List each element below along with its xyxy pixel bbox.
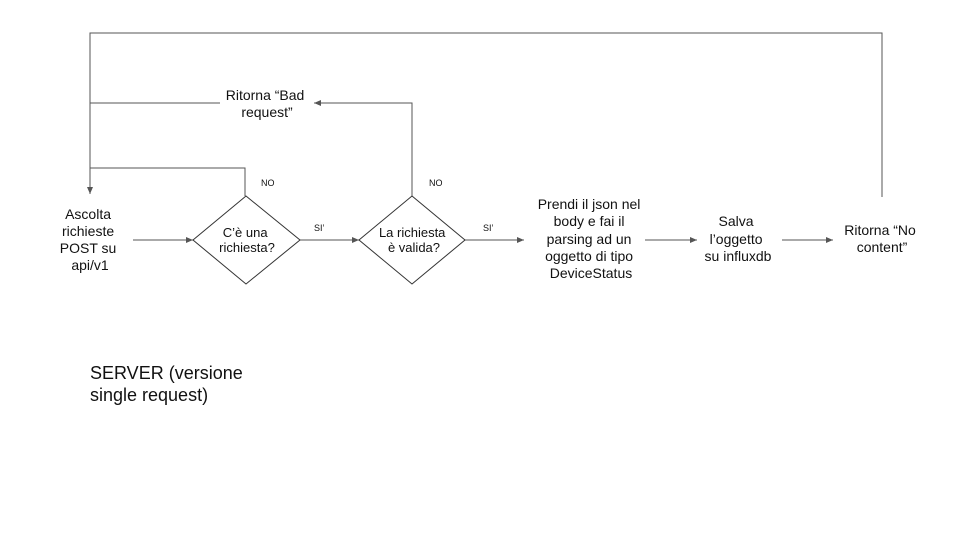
- node-no-content-line: content”: [857, 239, 908, 255]
- node-bad-request-line: Ritorna “Bad: [226, 87, 305, 103]
- edge-label-is-valid-yes: SI’: [483, 223, 494, 233]
- node-has-request-line: C’è una: [223, 225, 269, 240]
- node-listen-line: POST su: [60, 240, 117, 256]
- node-bad-request-line: request”: [241, 104, 293, 120]
- node-save-line: Salva: [719, 213, 754, 229]
- node-has-request: C’è una richiesta?: [219, 225, 275, 255]
- edge-label-is-valid-no: NO: [429, 178, 443, 188]
- node-save-line: l’oggetto: [710, 231, 763, 247]
- edge-label-has-request-yes: SI’: [314, 223, 325, 233]
- node-parse-line: Prendi il json nel: [538, 196, 641, 212]
- node-no-content-line: Ritorna “No: [844, 222, 916, 238]
- node-parse: Prendi il json nel body e fai il parsing…: [538, 196, 645, 281]
- node-is-valid: La richiesta è valida?: [379, 225, 449, 255]
- node-has-request-line: richiesta?: [219, 240, 275, 255]
- node-listen: Ascolta richieste POST su api/v1: [60, 206, 120, 273]
- node-listen-line: api/v1: [71, 257, 109, 273]
- decision-has-request-shape: [192, 195, 301, 285]
- node-listen-line: Ascolta: [65, 206, 111, 222]
- node-parse-line: oggetto di tipo: [545, 248, 633, 264]
- edge-is-valid-no-to-bad-request: [314, 100, 413, 196]
- node-listen-line: richieste: [62, 223, 114, 239]
- node-is-valid-line: La richiesta: [379, 225, 446, 240]
- diagram-caption: SERVER (versione single request): [90, 363, 243, 405]
- node-save: Salva l’oggetto su influxdb: [705, 213, 772, 264]
- node-save-line: su influxdb: [705, 248, 772, 264]
- edge-has-request-no-to-listen: [87, 167, 246, 196]
- node-parse-line: DeviceStatus: [550, 265, 632, 281]
- node-no-content: Ritorna “No content”: [844, 222, 919, 255]
- node-is-valid-line: è valida?: [388, 240, 440, 255]
- node-parse-line: body e fai il: [554, 213, 625, 229]
- edges: [87, 32, 883, 243]
- decision-is-valid-shape: [358, 195, 466, 285]
- edge-bad-request-to-listen: [89, 102, 220, 168]
- node-parse-line: parsing ad un: [547, 231, 632, 247]
- edge-label-has-request-no: NO: [261, 178, 275, 188]
- edge-no-content-to-listen: [89, 32, 883, 197]
- node-bad-request: Ritorna “Bad request”: [226, 87, 308, 120]
